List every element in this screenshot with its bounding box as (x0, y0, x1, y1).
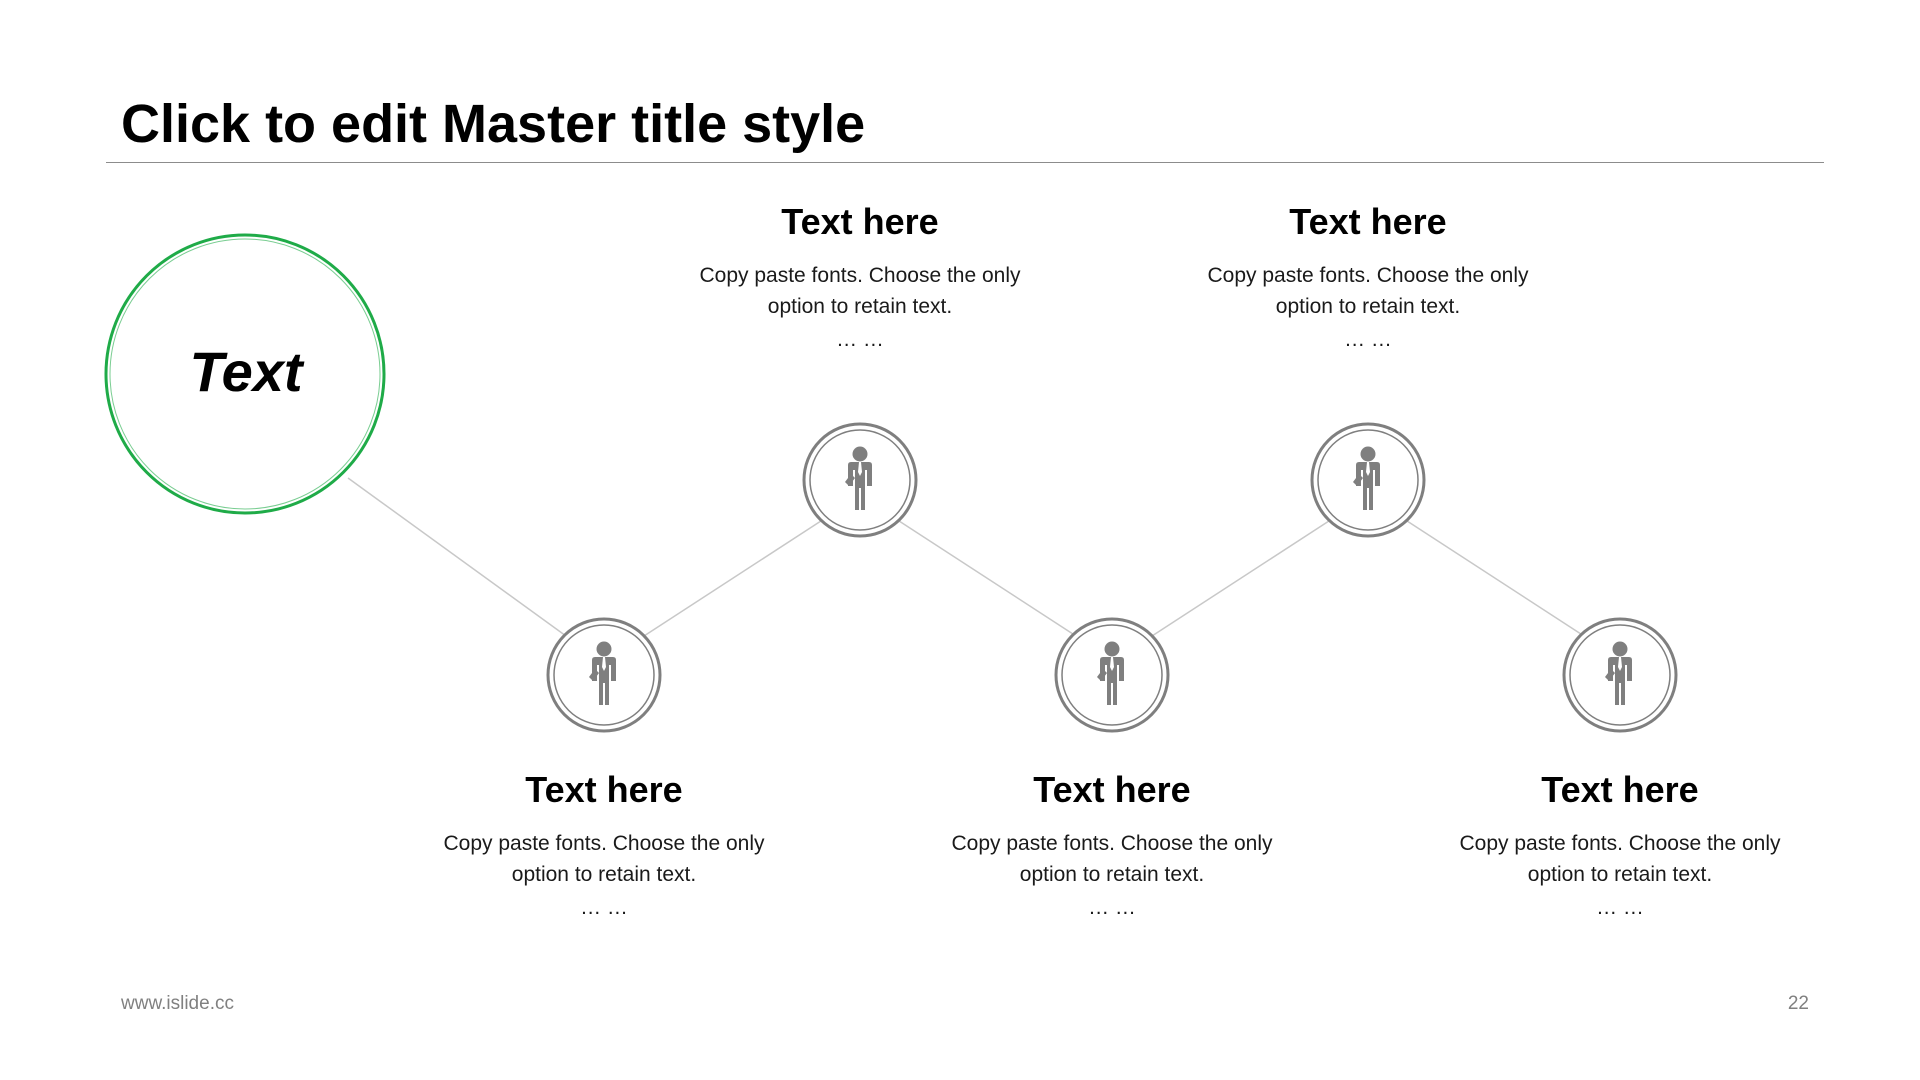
text-block-node-2[interactable]: Text here Copy paste fonts. Choose the o… (670, 200, 1050, 355)
block-ellipsis: … … (1596, 896, 1644, 919)
text-block-node-1[interactable]: Text here Copy paste fonts. Choose the o… (414, 768, 794, 923)
node-1[interactable] (546, 617, 662, 733)
block-body-line: Copy paste fonts. Choose the only (951, 832, 1273, 855)
footer-url: www.islide.cc (121, 993, 234, 1014)
block-body-line: option to retain text. (1275, 295, 1461, 318)
connector-lines (347, 477, 1585, 637)
block-body-line: Copy paste fonts. Choose the only (443, 832, 765, 855)
center-circle[interactable] (104, 233, 386, 515)
block-title: Text here (1541, 769, 1699, 810)
block-body-line: Copy paste fonts. Choose the only (699, 264, 1021, 287)
page-number: 22 (1787, 993, 1809, 1014)
block-body: Copy paste fonts. Choose the only option… (1430, 828, 1810, 890)
page-title[interactable]: Click to edit Master title style (121, 94, 866, 154)
block-title: Text here (525, 769, 683, 810)
connector-node-4-to-node-5 (1403, 518, 1585, 637)
connector-center-to-node-1 (347, 477, 567, 637)
connector-node-3-to-node-4 (1151, 518, 1333, 637)
text-block-node-4[interactable]: Text here Copy paste fonts. Choose the o… (1178, 200, 1558, 355)
node-3[interactable] (1054, 617, 1170, 733)
text-block-node-5[interactable]: Text here Copy paste fonts. Choose the o… (1430, 768, 1810, 923)
block-title: Text here (1033, 769, 1191, 810)
title-divider (106, 162, 1824, 163)
block-body-line: option to retain text. (511, 863, 697, 886)
node-2[interactable] (802, 422, 918, 538)
block-body-line: Copy paste fonts. Choose the only (1459, 832, 1781, 855)
connector-node-2-to-node-3 (895, 518, 1077, 637)
block-body-line: option to retain text. (1019, 863, 1205, 886)
block-body: Copy paste fonts. Choose the only option… (670, 260, 1050, 322)
block-body-line: option to retain text. (1527, 863, 1713, 886)
node-4[interactable] (1310, 422, 1426, 538)
block-body-line: Copy paste fonts. Choose the only (1207, 264, 1529, 287)
block-ellipsis: … … (836, 328, 884, 351)
text-block-node-3[interactable]: Text here Copy paste fonts. Choose the o… (922, 768, 1302, 923)
block-ellipsis: … … (580, 896, 628, 919)
block-body-line: option to retain text. (767, 295, 953, 318)
block-ellipsis: … … (1088, 896, 1136, 919)
node-5[interactable] (1562, 617, 1678, 733)
block-body: Copy paste fonts. Choose the only option… (922, 828, 1302, 890)
center-label[interactable]: Text (189, 340, 303, 403)
block-ellipsis: … … (1344, 328, 1392, 351)
block-body: Copy paste fonts. Choose the only option… (414, 828, 794, 890)
block-body: Copy paste fonts. Choose the only option… (1178, 260, 1558, 322)
block-title: Text here (781, 201, 939, 242)
connector-node-1-to-node-2 (643, 518, 825, 637)
block-title: Text here (1289, 201, 1447, 242)
